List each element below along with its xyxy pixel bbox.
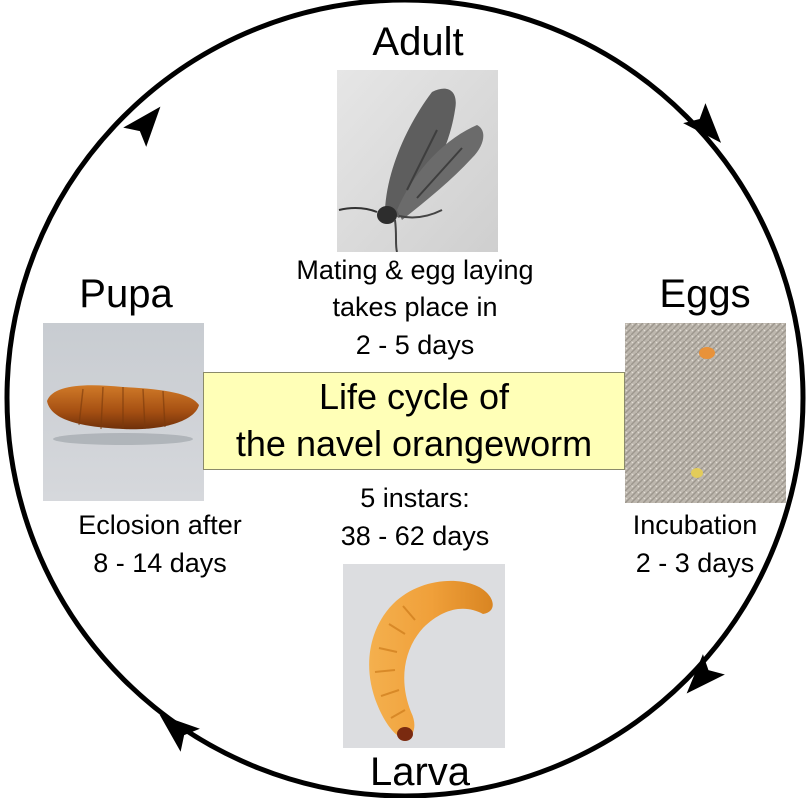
adult-note-line: 2 - 5 days xyxy=(240,329,590,362)
moth-photo-icon xyxy=(337,70,498,252)
clockwise-arrow-icon xyxy=(683,103,732,153)
eggs-title: Eggs xyxy=(625,272,785,316)
clockwise-arrow-icon xyxy=(123,97,172,147)
adult-title: Adult xyxy=(338,20,498,64)
eggs-on-fabric-photo-icon xyxy=(625,323,786,503)
pupa-title: Pupa xyxy=(46,272,206,316)
adult-note-line: Mating & egg laying xyxy=(240,254,590,287)
pupa-note-line: 8 - 14 days xyxy=(30,547,290,580)
diagram-title-line: Life cycle of xyxy=(204,373,624,420)
clockwise-arrow-icon xyxy=(676,654,725,704)
diagram-title-line: the navel orangeworm xyxy=(204,420,624,467)
larva-title: Larva xyxy=(330,750,510,794)
larva-note-line: 5 instars: xyxy=(300,482,530,515)
eggs-note-line: 2 - 3 days xyxy=(590,547,800,580)
adult-note-line: takes place in xyxy=(240,291,590,324)
diagram-title-box: Life cycle of the navel orangeworm xyxy=(203,372,625,470)
larva-photo-icon xyxy=(343,564,505,748)
larva-note-line: 38 - 62 days xyxy=(300,520,530,553)
pupa-photo-icon xyxy=(43,323,204,501)
eggs-note-line: Incubation xyxy=(590,509,800,542)
pupa-note-line: Eclosion after xyxy=(30,509,290,542)
